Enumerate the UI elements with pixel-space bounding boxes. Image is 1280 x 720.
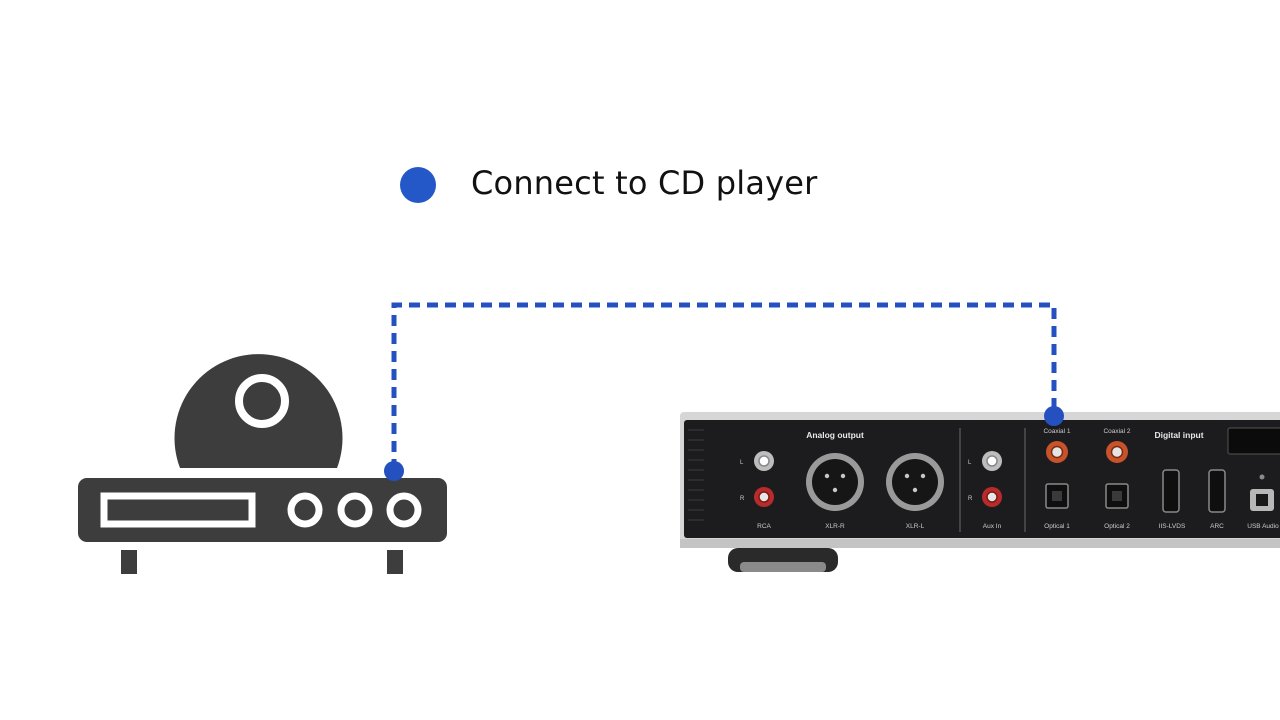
optical1-label: Optical 1 bbox=[1044, 523, 1070, 530]
iis-lvds-port bbox=[1162, 469, 1180, 513]
vent-lines bbox=[688, 429, 704, 521]
optical2-label: Optical 2 bbox=[1104, 523, 1130, 530]
player-jack-2 bbox=[337, 492, 373, 528]
device-bottom-edge bbox=[680, 539, 1280, 548]
connection-end-dot bbox=[1044, 406, 1064, 426]
connection-start-dot bbox=[384, 461, 404, 481]
digital-input-label: Digital input bbox=[1154, 430, 1203, 440]
disc-hole bbox=[235, 374, 289, 428]
player-foot-right bbox=[387, 550, 403, 574]
cd-player-icon bbox=[78, 354, 447, 574]
rca-label: RCA bbox=[757, 523, 771, 530]
rca-l-label: L bbox=[740, 460, 744, 466]
arc-label: ARC bbox=[1210, 523, 1224, 530]
xlr-r-label: XLR-R bbox=[825, 523, 845, 530]
panel-slot bbox=[1227, 427, 1280, 455]
legend-label: Connect to CD player bbox=[471, 164, 818, 202]
coaxial2-label: Coaxial 2 bbox=[1103, 428, 1130, 435]
coaxial1-label: Coaxial 1 bbox=[1043, 428, 1070, 435]
analog-output-label: Analog output bbox=[806, 430, 864, 440]
disc-icon bbox=[174, 354, 343, 468]
disc-tray bbox=[100, 492, 256, 528]
aux-r-label: R bbox=[968, 496, 973, 502]
connection-line bbox=[391, 302, 1057, 470]
xlr-l-label: XLR-L bbox=[906, 523, 925, 530]
indicator-dot bbox=[1259, 474, 1265, 480]
rca-r-label: R bbox=[740, 496, 745, 502]
iis-lvds-label: IIS-LVDS bbox=[1159, 523, 1186, 530]
player-foot-left bbox=[121, 550, 137, 574]
aux-in-label: Aux In bbox=[983, 523, 1002, 530]
usb-audio-label: USB Audio bbox=[1247, 523, 1279, 530]
aux-l-label: L bbox=[968, 460, 972, 466]
player-jack-1 bbox=[287, 492, 323, 528]
legend-dot bbox=[400, 167, 436, 203]
arc-port bbox=[1208, 469, 1226, 513]
device-rear-panel: Analog output Digital input L R RCA XLR-… bbox=[680, 412, 1280, 572]
player-jack-3 bbox=[386, 492, 422, 528]
